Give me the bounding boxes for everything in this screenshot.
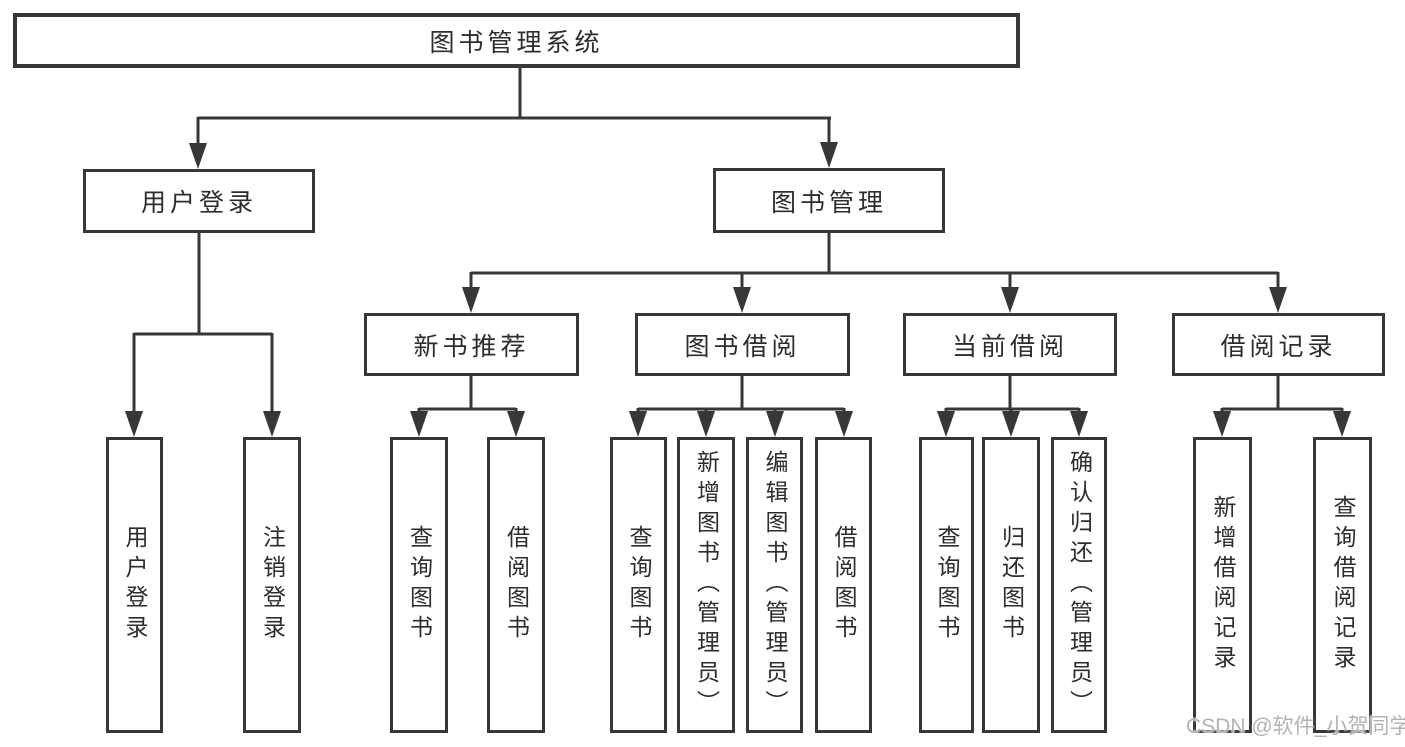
leaf-records-query-record: 查询借阅记录: [1313, 437, 1372, 733]
node-label: 图书借阅: [684, 332, 801, 361]
node-label: 图书管理: [770, 188, 887, 217]
leaf-label: 查询借阅记录: [1330, 495, 1356, 675]
leaf-label: 借阅图书: [831, 525, 857, 645]
node-label: 用户登录: [140, 189, 257, 217]
node-book-management: 图书管理: [713, 168, 945, 233]
leaf-label: 归还图书: [998, 525, 1025, 645]
leaf-logout: 注销登录: [243, 437, 301, 733]
leaf-label: 借阅图书: [503, 525, 530, 645]
node-root-system: 图书管理系统: [13, 13, 1020, 68]
leaf-current-confirm-return-admin: 确认归还（管理员）: [1051, 437, 1107, 733]
leaf-label: 新增图书（管理员）: [693, 450, 720, 720]
leaf-label: 查询图书: [406, 525, 433, 645]
csdn-watermark: CSDN @软件_小贺同学: [1186, 715, 1405, 738]
node-current-borrow: 当前借阅: [903, 313, 1117, 376]
leaf-label: 用户登录: [122, 525, 148, 645]
leaf-label: 查询图书: [626, 525, 652, 645]
node-user-login: 用户登录: [83, 169, 315, 233]
leaf-rec-borrow-books: 借阅图书: [487, 437, 545, 733]
leaf-label: 新增借阅记录: [1210, 495, 1236, 675]
leaf-label: 确认归还（管理员）: [1066, 450, 1093, 720]
leaf-borrow-borrow-books: 借阅图书: [815, 437, 872, 733]
node-label: 图书管理系统: [429, 28, 604, 57]
node-label: 新书推荐: [413, 332, 530, 361]
leaf-borrow-add-books-admin: 新增图书（管理员）: [677, 437, 735, 733]
node-new-book-recommend: 新书推荐: [364, 313, 579, 376]
leaf-current-return-books: 归还图书: [982, 437, 1040, 733]
leaf-label: 查询图书: [934, 525, 960, 645]
node-book-borrow: 图书借阅: [635, 313, 850, 376]
node-borrow-records: 借阅记录: [1172, 313, 1385, 376]
leaf-borrow-edit-books-admin: 编辑图书（管理员）: [746, 437, 803, 733]
leaf-records-add-record: 新增借阅记录: [1193, 437, 1252, 733]
leaf-user-login: 用户登录: [106, 437, 163, 733]
leaf-borrow-query-books: 查询图书: [610, 437, 667, 733]
node-label: 借阅记录: [1220, 332, 1337, 361]
leaf-label: 编辑图书（管理员）: [762, 450, 788, 720]
leaf-current-query-books: 查询图书: [919, 437, 974, 733]
leaf-rec-query-books: 查询图书: [390, 437, 448, 733]
node-label: 当前借阅: [951, 332, 1068, 361]
leaf-label: 注销登录: [259, 525, 286, 645]
